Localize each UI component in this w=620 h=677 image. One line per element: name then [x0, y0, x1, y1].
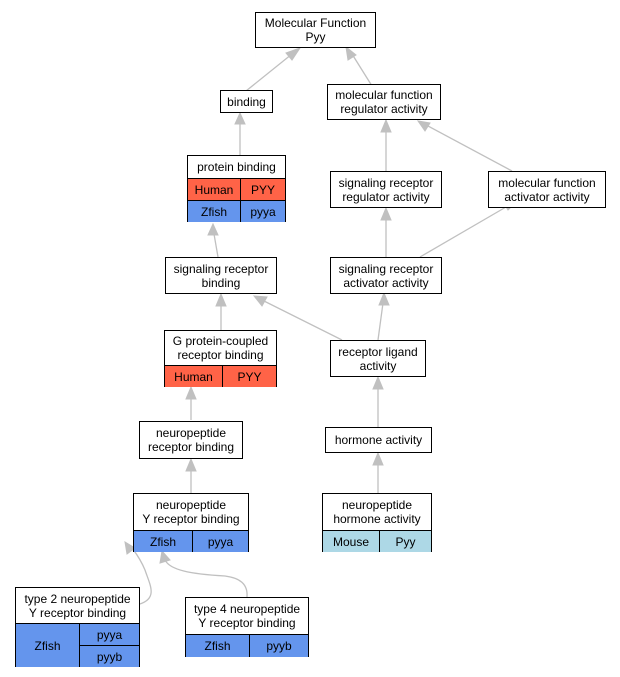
node-sig-receptor-activator-activity[interactable]: signaling receptor activator activity — [330, 257, 442, 294]
edge-sig-activator-to-activator — [419, 206, 507, 258]
node-title-line1: binding — [227, 94, 266, 109]
gene-cell: pyyb — [249, 635, 308, 657]
node-title-line1: type 4 neuropeptide — [193, 602, 301, 616]
edge-type4-to-npy-binding — [164, 559, 248, 598]
node-title-line2: regulator activity — [340, 102, 428, 116]
node-receptor-ligand-activity[interactable]: receptor ligand activity — [330, 340, 426, 377]
arrowhead-root-left — [285, 47, 302, 61]
node-type4-npy-receptor-binding[interactable]: type 4 neuropeptide Y receptor binding Z… — [185, 597, 309, 657]
node-neuropeptide-hormone-activity[interactable]: neuropeptide hormone activity Mouse Pyy — [322, 493, 432, 552]
node-title-line1: type 2 neuropeptide — [24, 591, 131, 606]
species-cell: Mouse — [323, 531, 379, 552]
annotation-row-zfish: Zfish pyya — [134, 530, 248, 552]
node-mf-regulator-activity[interactable]: molecular function regulator activity — [327, 84, 441, 120]
gene-cell: PYY — [240, 179, 285, 201]
gene-cell: PYY — [222, 366, 276, 387]
edge-ligand-to-sig-activator — [377, 302, 384, 341]
arrowhead-regulator-right — [416, 120, 431, 132]
node-hormone-activity[interactable]: hormone activity — [325, 427, 432, 453]
node-title-line2: hormone activity — [333, 512, 421, 526]
annotation-row-zfish: Zfish pyya — [188, 200, 285, 222]
annotation-row-human: Human PYY — [165, 365, 276, 387]
annotation-block-zfish: Zfish pyya pyyb — [16, 623, 139, 667]
node-title-line1: signaling receptor — [338, 175, 434, 190]
species-cell: Human — [165, 366, 222, 387]
gene-cell: pyya — [192, 531, 248, 552]
node-sig-receptor-regulator-activity[interactable]: signaling receptor regulator activity — [330, 171, 442, 208]
species-cell: Zfish — [16, 624, 79, 667]
annotation-row-human: Human PYY — [188, 178, 285, 201]
node-title-line1: neuropeptide — [155, 498, 227, 512]
node-mf-activator-activity[interactable]: molecular function activator activity — [488, 171, 606, 208]
species-cell: Zfish — [134, 531, 192, 552]
species-cell: Zfish — [186, 635, 249, 657]
node-npy-receptor-binding[interactable]: neuropeptide Y receptor binding Zfish py… — [133, 493, 249, 552]
annotation-row-mouse: Mouse Pyy — [323, 530, 431, 552]
gene-cell: pyya — [80, 624, 139, 645]
node-gpcr-binding[interactable]: G protein-coupled receptor binding Human… — [164, 330, 277, 387]
edge-regulator-to-root — [351, 53, 373, 87]
node-title-line2: Y receptor binding — [28, 605, 127, 620]
node-sig-receptor-binding[interactable]: signaling receptor binding — [165, 257, 277, 294]
edge-type2-to-npy-binding — [131, 547, 152, 605]
arrowhead-ligand — [372, 375, 384, 390]
arrowhead-npy-right — [159, 549, 171, 564]
arrowhead-binding — [234, 111, 246, 125]
node-title-line1: hormone activity — [334, 433, 423, 447]
arrowhead-sig-binding-bottom — [215, 292, 227, 307]
gene-cell: pyyb — [80, 645, 139, 667]
node-title-line1: G protein-coupled — [172, 334, 269, 348]
node-molecular-function-root[interactable]: Molecular Function Pyy — [255, 12, 376, 48]
arrowhead-sig-activator — [378, 291, 390, 306]
node-title-line1: neuropeptide — [341, 498, 413, 512]
edge-sig-binding-to-protein-binding — [213, 233, 219, 258]
arrowhead-gpcr — [185, 385, 197, 400]
node-title-line1: molecular function — [498, 175, 596, 190]
annotation-row-zfish: Zfish pyyb — [186, 634, 308, 657]
node-title-line1: protein binding — [197, 160, 276, 174]
arrowhead-hormone — [372, 451, 384, 466]
node-title-line2: Y receptor binding — [198, 616, 296, 630]
edge-activator-to-regulator — [427, 125, 513, 172]
node-title-line1: signaling receptor — [338, 261, 434, 276]
arrowhead-npy-left — [124, 541, 136, 555]
node-title-line1: Molecular Function — [264, 16, 367, 30]
node-title-line2: Pyy — [305, 30, 326, 44]
node-binding[interactable]: binding — [220, 90, 273, 113]
species-cell: Zfish — [188, 201, 240, 222]
arrowhead-sig-binding-right — [252, 295, 268, 307]
node-type2-npy-receptor-binding[interactable]: type 2 neuropeptide Y receptor binding Z… — [15, 587, 140, 667]
arrowhead-root-right — [345, 45, 357, 61]
node-title-line2: activity — [359, 358, 397, 373]
arrowhead-np-binding — [185, 457, 197, 472]
node-title-line2: binding — [201, 275, 241, 290]
node-title-line2: regulator activity — [342, 189, 430, 204]
node-title-line2: Y receptor binding — [142, 512, 240, 526]
node-title-line2: activator activity — [343, 275, 429, 290]
species-cell: Human — [188, 179, 240, 201]
node-neuropeptide-receptor-binding[interactable]: neuropeptide receptor binding — [139, 421, 243, 459]
edge-binding-to-root — [245, 53, 293, 92]
gene-cell: Pyy — [379, 531, 431, 552]
node-title-line1: signaling receptor — [173, 261, 269, 276]
node-title-line2: activator activity — [504, 189, 590, 204]
arrowhead-protein-binding — [207, 222, 219, 236]
node-title-line1: neuropeptide — [155, 426, 227, 440]
arrowhead-regulator-left — [380, 118, 392, 133]
node-title-line1: receptor ligand — [338, 344, 418, 359]
node-protein-binding[interactable]: protein binding Human PYY Zfish pyya — [187, 155, 286, 222]
node-title-line2: receptor binding — [177, 348, 264, 362]
node-title-line1: molecular function — [335, 88, 433, 102]
edge-ligand-to-sig-binding — [263, 300, 343, 341]
arrowhead-sig-reg — [380, 206, 392, 221]
node-title-line2: receptor binding — [147, 440, 235, 454]
gene-cell: pyya — [240, 201, 285, 222]
